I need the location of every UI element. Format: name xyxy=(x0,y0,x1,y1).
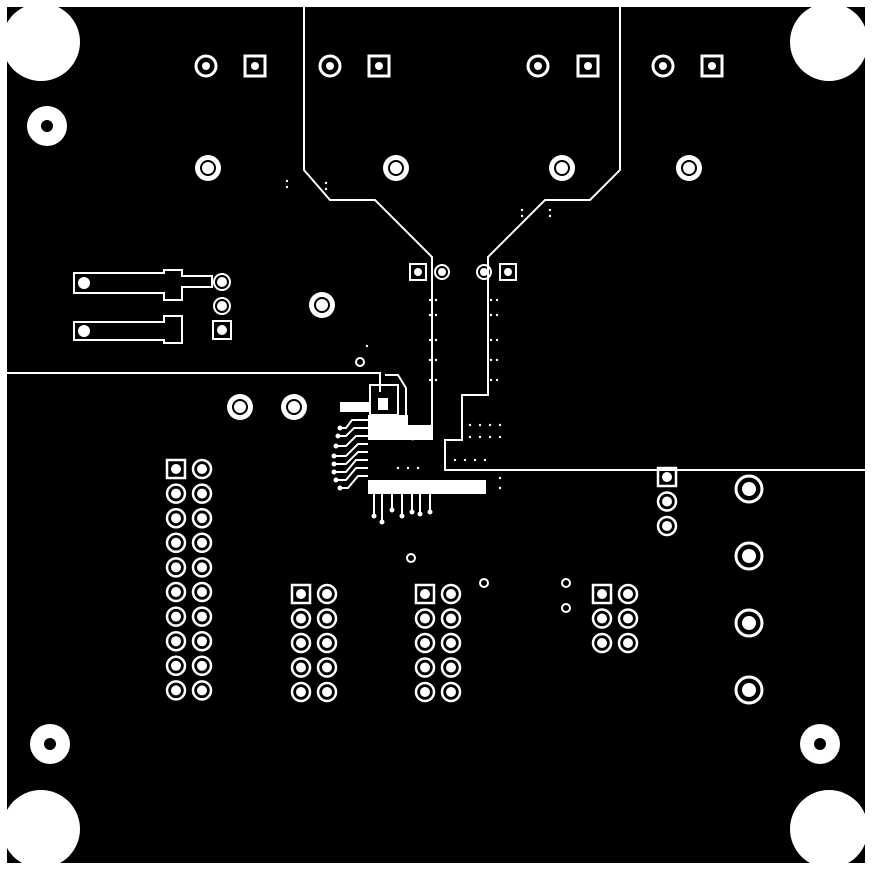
header-2x10-pin-7 xyxy=(165,532,187,554)
header-2x10-pin-19 xyxy=(165,680,187,701)
pin-headers xyxy=(165,458,678,703)
header-2x10-pin-1 xyxy=(165,458,187,480)
header-2x5-a-pin-10 xyxy=(316,681,338,703)
tooling-holes xyxy=(27,106,840,764)
header-2x5-b-pin-5 xyxy=(414,632,436,654)
header-2x10-pin-9 xyxy=(165,557,187,578)
header-2x10-pin-5 xyxy=(165,507,187,529)
header-2x3-pin-3 xyxy=(591,608,613,629)
left-trace-pads xyxy=(73,269,232,344)
header-2x10-pin-12 xyxy=(191,581,213,603)
header-2x5-a-pin-8 xyxy=(316,657,338,678)
header-2x5-b-pin-6 xyxy=(440,632,462,654)
header-2x10-pin-14 xyxy=(191,606,213,627)
header-2x5-b-pin-4 xyxy=(440,608,462,629)
right-large-pads xyxy=(734,474,764,705)
header-2x10-pin-3 xyxy=(165,483,187,504)
header-2x5-b-pin-9 xyxy=(414,681,436,703)
header-2x3-pin-1 xyxy=(591,583,613,605)
mount-hole-bottom-right xyxy=(790,790,868,868)
header-2x10-pin-15 xyxy=(165,630,187,652)
center-pad-pairs xyxy=(409,263,517,281)
header-2x10-pin-6 xyxy=(191,507,213,529)
header-2x5-b-pin-7 xyxy=(414,657,436,678)
header-2x10-pin-18 xyxy=(191,655,213,677)
top-pad-pairs xyxy=(194,54,724,78)
header-2x5-a-pin-6 xyxy=(316,632,338,654)
header-1x3-pin-2 xyxy=(656,491,678,512)
copper-pour xyxy=(5,5,867,865)
header-2x5-a-pin-9 xyxy=(290,681,312,703)
mount-hole-top-right xyxy=(790,3,868,81)
header-2x5-b-pin-1 xyxy=(414,583,436,605)
header-2x10-pin-13 xyxy=(165,606,187,627)
header-2x3-pin-4 xyxy=(617,608,639,629)
header-2x3-pin-2 xyxy=(617,583,639,605)
small-vias xyxy=(285,179,552,490)
corner-mounting-holes xyxy=(2,3,868,868)
header-2x10-pin-16 xyxy=(191,630,213,652)
header-2x3-pin-6 xyxy=(617,632,639,654)
large-vias xyxy=(195,155,702,420)
mount-hole-top-left xyxy=(2,3,80,81)
header-2x5-b-pin-2 xyxy=(440,583,462,605)
header-2x3-pin-5 xyxy=(591,632,613,654)
header-2x5-b-pin-8 xyxy=(440,657,462,678)
header-1x3-pin-3 xyxy=(656,515,678,537)
header-1x3-pin-1 xyxy=(656,466,678,488)
header-2x10-pin-4 xyxy=(191,483,213,504)
header-2x5-b-pin-10 xyxy=(440,681,462,703)
ic-fanout xyxy=(331,357,571,613)
header-2x5-a-pin-3 xyxy=(290,608,312,629)
header-2x10-pin-11 xyxy=(165,581,187,603)
header-2x10-pin-10 xyxy=(191,557,213,578)
header-2x10-pin-2 xyxy=(191,458,213,480)
header-2x5-a-pin-5 xyxy=(290,632,312,654)
header-2x10-pin-20 xyxy=(191,680,213,701)
header-2x10-pin-17 xyxy=(165,655,187,677)
header-2x10-pin-8 xyxy=(191,532,213,554)
header-2x5-b-pin-3 xyxy=(414,608,436,629)
header-2x5-a-pin-4 xyxy=(316,608,338,629)
header-2x5-a-pin-2 xyxy=(316,583,338,605)
mount-hole-bottom-left xyxy=(2,790,80,868)
header-2x5-a-pin-1 xyxy=(290,583,312,605)
header-2x5-a-pin-7 xyxy=(290,657,312,678)
